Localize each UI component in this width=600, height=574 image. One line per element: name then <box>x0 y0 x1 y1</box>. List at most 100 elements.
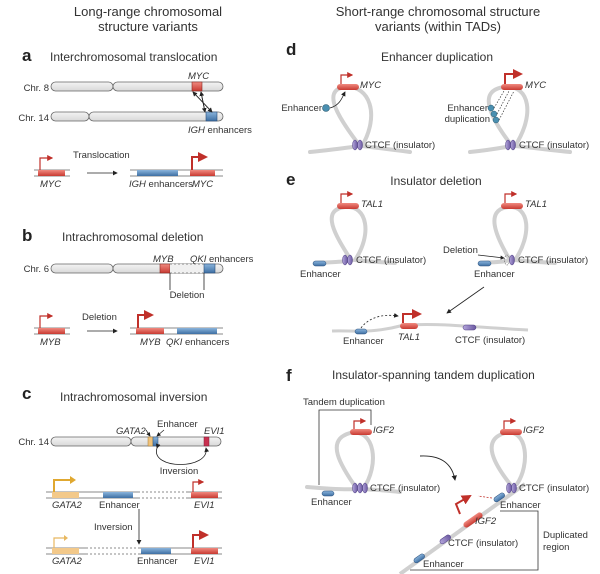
tal1-gene-e-left <box>337 203 359 209</box>
chr6-label: Chr. 6 <box>24 264 49 275</box>
ctcf-d-right-label: CTCF (insulator) <box>519 140 589 151</box>
igf2-gene-right <box>500 429 522 435</box>
tal1-result-gene <box>400 323 418 329</box>
duplicated-region-label-2: region <box>543 542 569 553</box>
gata2-before-label: GATA2 <box>52 500 82 511</box>
enhancer-icon <box>354 328 368 335</box>
panel-letter-d: d <box>286 40 296 59</box>
enhancer-pointer <box>156 429 165 437</box>
panel-letter-e: e <box>286 170 295 189</box>
evi1-locus <box>203 436 210 447</box>
evi1-promoter-icon <box>192 479 205 492</box>
promoter-arrow-icon <box>39 313 54 328</box>
igf2-dup-gene <box>463 512 483 528</box>
myb-after-construct <box>130 310 223 335</box>
enhancer-dup-label: Enhancer <box>423 559 464 570</box>
gata2-label: GATA2 <box>116 426 146 437</box>
ctcf-icon <box>509 254 515 266</box>
right-header-line2: variants (within TADs) <box>375 19 501 34</box>
enhancer-contact-lines <box>493 90 515 121</box>
chromatin-loop <box>489 430 528 486</box>
activation-arrow <box>360 313 399 329</box>
panel-b-title: Intrachromosomal deletion <box>62 230 203 244</box>
tandem-duplication-bracket <box>318 409 372 485</box>
strong-promoter-arrow-icon <box>137 310 154 328</box>
gata2-pointer <box>145 429 151 437</box>
duplicated-region-label-1: Duplicated <box>543 530 588 541</box>
duplicated-region-bracket <box>410 510 539 571</box>
deletion-arrow-label: Deletion <box>82 312 117 323</box>
panel-e-title: Insulator deletion <box>390 174 481 188</box>
enhancer-locus <box>152 436 159 447</box>
tal1-e-left-label: TAL1 <box>361 199 383 210</box>
enhancer-result-label: Enhancer <box>343 336 384 347</box>
strong-promoter-arrow-icon <box>402 309 422 323</box>
promoter-arrow-icon <box>503 418 517 429</box>
enhancer-icon <box>413 553 425 564</box>
ctcf-e-left-label: CTCF (insulator) <box>356 255 426 266</box>
enhancer-icon <box>477 260 492 267</box>
ctcf-icon <box>342 254 348 266</box>
deletion-pointer <box>477 254 505 260</box>
igh-label-chr14: IGH enhancers <box>188 125 252 136</box>
swap-arrow-1b <box>192 91 213 113</box>
right-header-line1: Short-range chromosomal structure <box>336 4 540 19</box>
enhancer-before-label: Enhancer <box>99 500 140 511</box>
enhancer-icon <box>487 104 495 112</box>
chr8-chromosome <box>50 81 224 92</box>
ctcf-icon <box>462 324 477 331</box>
inversion-label: Inversion <box>160 466 199 477</box>
myb-label: MYB <box>153 254 174 265</box>
myc-gene-d-left <box>337 84 359 90</box>
igf2-right-label: IGF2 <box>523 425 545 436</box>
ctcf-icon <box>506 482 512 494</box>
ctcf-d-left-label: CTCF (insulator) <box>365 140 435 151</box>
chr14-label: Chr. 14 <box>18 113 49 124</box>
panel-letter-f: f <box>286 366 292 385</box>
evi1-label: EVI1 <box>204 426 225 437</box>
tandem-duplication-label: Tandem duplication <box>303 397 385 408</box>
promoter-arrow-icon <box>39 155 54 170</box>
myc-d-right-label: MYC <box>525 80 546 91</box>
transition-arrow <box>419 455 457 481</box>
enhancer-icon <box>322 104 330 112</box>
tal1-e-right-label: TAL1 <box>525 199 547 210</box>
panel-letter-c: c <box>22 384 31 403</box>
ctcf-result-label: CTCF (insulator) <box>455 335 525 346</box>
enhancer-e-right-label: Enhancer <box>474 269 515 280</box>
enhancer-icon <box>321 490 335 497</box>
myb-before-construct <box>34 313 70 335</box>
ctcf-icon <box>352 139 358 151</box>
panel-letter-a: a <box>22 46 32 65</box>
promoter-arrow-icon <box>340 72 354 84</box>
tal1-gene-e-right <box>501 203 523 209</box>
panel-f: f Insulator-spanning tandem duplication … <box>286 366 589 574</box>
chr14c-chromosome <box>50 436 222 447</box>
enhancer-d-left-label: Enhancer <box>281 103 322 114</box>
ctcf-f-left-label: CTCF (insulator) <box>370 483 440 494</box>
deletion-e-label: Deletion <box>443 245 478 256</box>
panel-a-title: Interchromosomal translocation <box>50 50 217 64</box>
enhancer-dup-label-1: Enhancer <box>447 103 488 114</box>
promoter-arrow-icon <box>353 418 367 429</box>
enhancer-f-left-label: Enhancer <box>311 497 352 508</box>
qki-label: QKI enhancers <box>190 254 254 265</box>
left-header-line2: structure variants <box>98 19 198 34</box>
igf2-dup-label: IGF2 <box>475 516 497 527</box>
ctcf-icon <box>439 534 451 545</box>
igh-after-label: IGH enhancers <box>129 179 193 190</box>
myc-locus <box>191 81 203 92</box>
enhancer-after-label: Enhancer <box>137 556 178 567</box>
myb-before-label: MYB <box>40 337 61 348</box>
tal1-result-label: TAL1 <box>398 332 420 343</box>
panel-b: b Intrachromosomal deletion Chr. 6 MYB Q… <box>22 226 254 348</box>
panel-letter-b: b <box>22 226 32 245</box>
inversion-before-construct <box>46 476 222 499</box>
inversion-arc <box>155 443 210 465</box>
deletion-label: Deletion <box>170 290 205 301</box>
panel-d-title: Enhancer duplication <box>381 50 493 64</box>
result-arrow <box>446 286 485 314</box>
chr14-chromosome <box>50 111 224 122</box>
enhancer-e-left-label: Enhancer <box>300 269 341 280</box>
